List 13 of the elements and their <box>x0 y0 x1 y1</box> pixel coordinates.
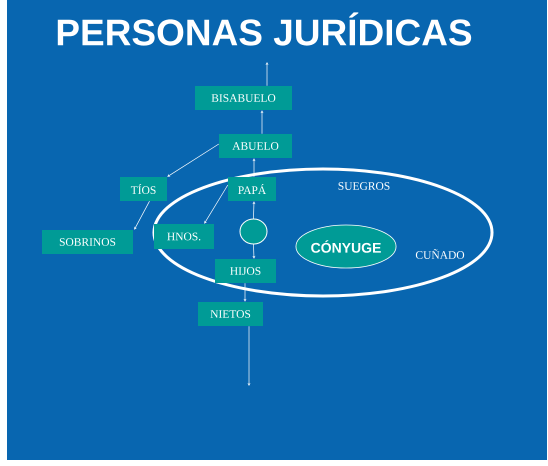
arrow <box>204 184 228 224</box>
self-circle <box>240 218 268 244</box>
relative-box: BISABUELO <box>195 86 292 110</box>
arrow <box>134 200 150 230</box>
title: PERSONAS JURÍDICAS <box>58 12 472 46</box>
relative-box: TÍOS <box>120 177 167 201</box>
relative-label: SUEGROS <box>338 182 390 190</box>
relative-box: ABUELO <box>219 134 292 158</box>
relative-box: PAPÁ <box>228 177 276 201</box>
arrow <box>167 144 220 177</box>
relative-box: NIETOS <box>198 302 263 326</box>
relative-label: CUÑADO <box>416 249 464 259</box>
relative-box: SOBRINOS <box>42 230 133 254</box>
